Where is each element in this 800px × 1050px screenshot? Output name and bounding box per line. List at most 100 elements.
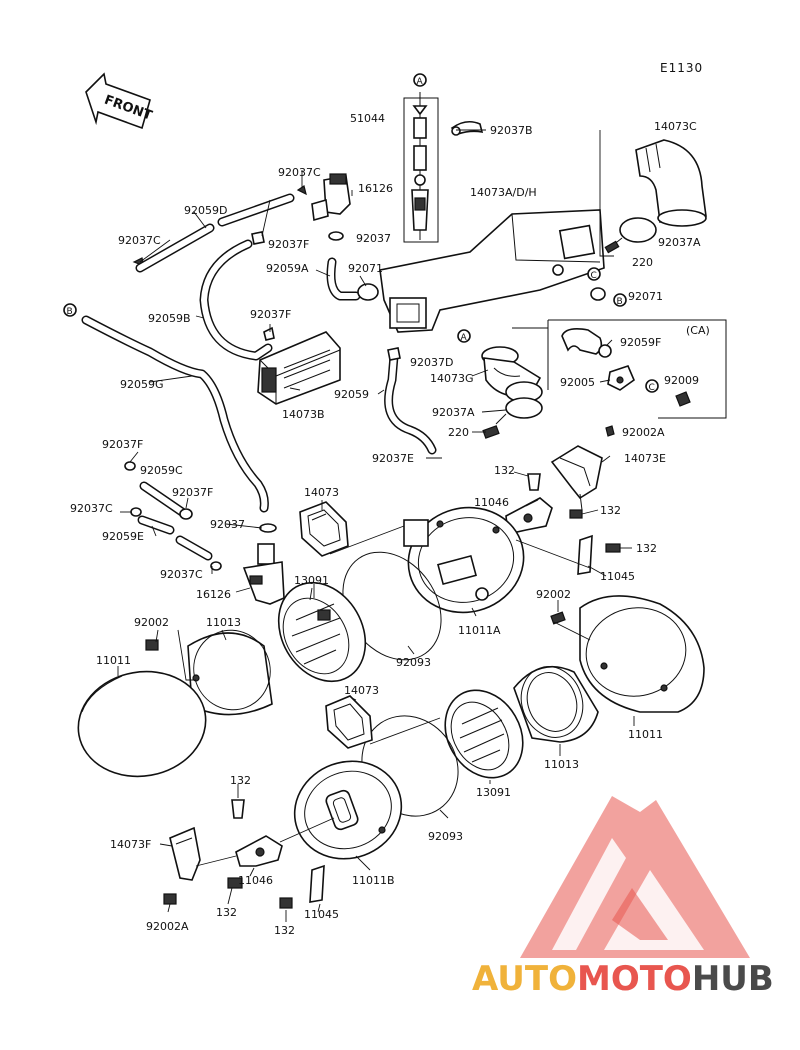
label-14073F: 14073F	[110, 838, 151, 851]
svg-text:AUTOMOTOHUB: AUTOMOTOHUB	[472, 959, 774, 999]
bracket-14073E	[550, 425, 615, 511]
label-132-d: 132	[230, 774, 251, 787]
callout-a-top: A	[417, 77, 424, 87]
label-92037-top: 92037	[356, 232, 391, 245]
callout-c-top: C	[591, 271, 597, 281]
clamp-92037B	[450, 120, 484, 136]
duct-14073G	[481, 346, 543, 403]
label-14073E: 14073E	[624, 452, 666, 465]
callout-b-right: B	[617, 297, 623, 307]
label-11046-top: 11046	[474, 496, 509, 509]
gasket-14073-top	[299, 501, 349, 557]
ca-box: (CA)	[547, 319, 727, 419]
bolt-92002-left	[145, 639, 159, 651]
backplate-11011A	[403, 506, 525, 614]
ca-label: (CA)	[686, 324, 710, 337]
element-11013-left	[187, 629, 273, 716]
label-92059A: 92059A	[266, 262, 309, 275]
gasket-14073-low	[325, 695, 373, 749]
filter-13091-low	[444, 689, 524, 779]
label-14073-top: 14073	[304, 486, 339, 499]
hose-92059	[384, 347, 442, 459]
cover-11011-left	[77, 670, 207, 778]
bolt-92002-right	[550, 611, 566, 625]
label-132-a: 132	[494, 464, 515, 477]
label-92037F-left2: 92037F	[172, 486, 213, 499]
callout-b-left: B	[67, 307, 73, 317]
label-11011-right: 11011	[628, 728, 663, 741]
label-11011B: 11011B	[352, 874, 395, 887]
valve-16126-top	[311, 173, 351, 222]
label-14073G: 14073G	[430, 372, 474, 385]
hose-92059A	[326, 257, 379, 301]
label-92037-low: 92037	[210, 518, 245, 531]
bracket-11045-low	[279, 864, 325, 909]
label-92059E: 92059E	[102, 530, 144, 543]
label-92059-mid: 92059	[334, 388, 369, 401]
callout-a-mid: A	[461, 333, 468, 343]
label-11045-low: 11045	[304, 908, 339, 921]
bracket-11046-low	[227, 799, 283, 889]
duct-14073B	[257, 331, 341, 405]
brand-text-hub: HUB	[692, 959, 774, 999]
hose-92059G	[81, 315, 269, 513]
label-51044: 51044	[350, 112, 385, 125]
label-92002A-top: 92002A	[622, 426, 665, 439]
clamp-92037A-top	[604, 217, 657, 254]
label-14073C: 14073C	[654, 120, 697, 133]
label-92037F-top: 92037F	[268, 238, 309, 251]
label-92037A-mid: 92037A	[432, 406, 475, 419]
hoses-92059C-E	[124, 461, 277, 571]
small-parts-top	[132, 185, 344, 267]
label-92059B: 92059B	[148, 312, 191, 325]
hose-92059D	[135, 193, 295, 273]
backplate-11011B	[293, 760, 403, 860]
valve-16126-low	[242, 543, 285, 605]
label-14073B: 14073B	[282, 408, 325, 421]
element-11013-right	[513, 665, 599, 743]
brand-text-auto: AUTO	[472, 959, 577, 999]
label-92071-top: 92071	[348, 262, 383, 275]
label-13091-low: 13091	[476, 786, 511, 799]
main-duct-14073ADH	[379, 209, 605, 333]
label-92009: 92009	[664, 374, 699, 387]
label-11013-left: 11013	[206, 616, 241, 629]
bracket-14073F	[163, 826, 201, 905]
label-92037F-mid: 92037F	[250, 308, 291, 321]
label-11045-top: 11045	[600, 570, 635, 583]
label-92037C-top: 92037C	[278, 166, 321, 179]
callout-c-ca: C	[649, 383, 655, 393]
label-92002: 92002	[536, 588, 571, 601]
label-11013-right: 11013	[544, 758, 579, 771]
label-220-mid: 220	[448, 426, 469, 439]
label-92059G: 92059G	[120, 378, 164, 391]
label-92037F-left: 92037F	[102, 438, 143, 451]
label-92005: 92005	[560, 376, 595, 389]
hose-92059B	[199, 239, 275, 361]
bracket-11045-top	[577, 534, 621, 575]
label-92071-right: 92071	[628, 290, 663, 303]
label-92037A-top: 92037A	[658, 236, 701, 249]
label-92093-top: 92093	[396, 656, 431, 669]
clamp-92037A-mid	[482, 397, 543, 439]
label-92002A-low: 92002A	[146, 920, 189, 933]
label-92059D: 92059D	[184, 204, 227, 217]
label-14073ADH: 14073A/D/H	[470, 186, 537, 199]
label-92037C-low: 92037C	[70, 502, 113, 515]
cover-11011-right	[579, 595, 705, 713]
label-92037C-left: 92037C	[118, 234, 161, 247]
label-16126-low: 16126	[196, 588, 231, 601]
label-92037C-low2: 92037C	[160, 568, 203, 581]
label-92059F: 92059F	[620, 336, 661, 349]
automotohub-logo: AUTOMOTOHUB	[472, 796, 774, 999]
label-11011-left: 11011	[96, 654, 131, 667]
front-arrow-icon: FRONT	[85, 72, 154, 130]
part-labels: 51044 92037B 14073C 92037C 16126 14073A/…	[70, 112, 701, 937]
label-92037D: 92037D	[410, 356, 453, 369]
valve-stack-51044	[403, 92, 439, 243]
label-14073-low: 14073	[344, 684, 379, 697]
label-11046-low: 11046	[238, 874, 273, 887]
label-132-f: 132	[274, 924, 295, 937]
label-92093-low: 92093	[428, 830, 463, 843]
